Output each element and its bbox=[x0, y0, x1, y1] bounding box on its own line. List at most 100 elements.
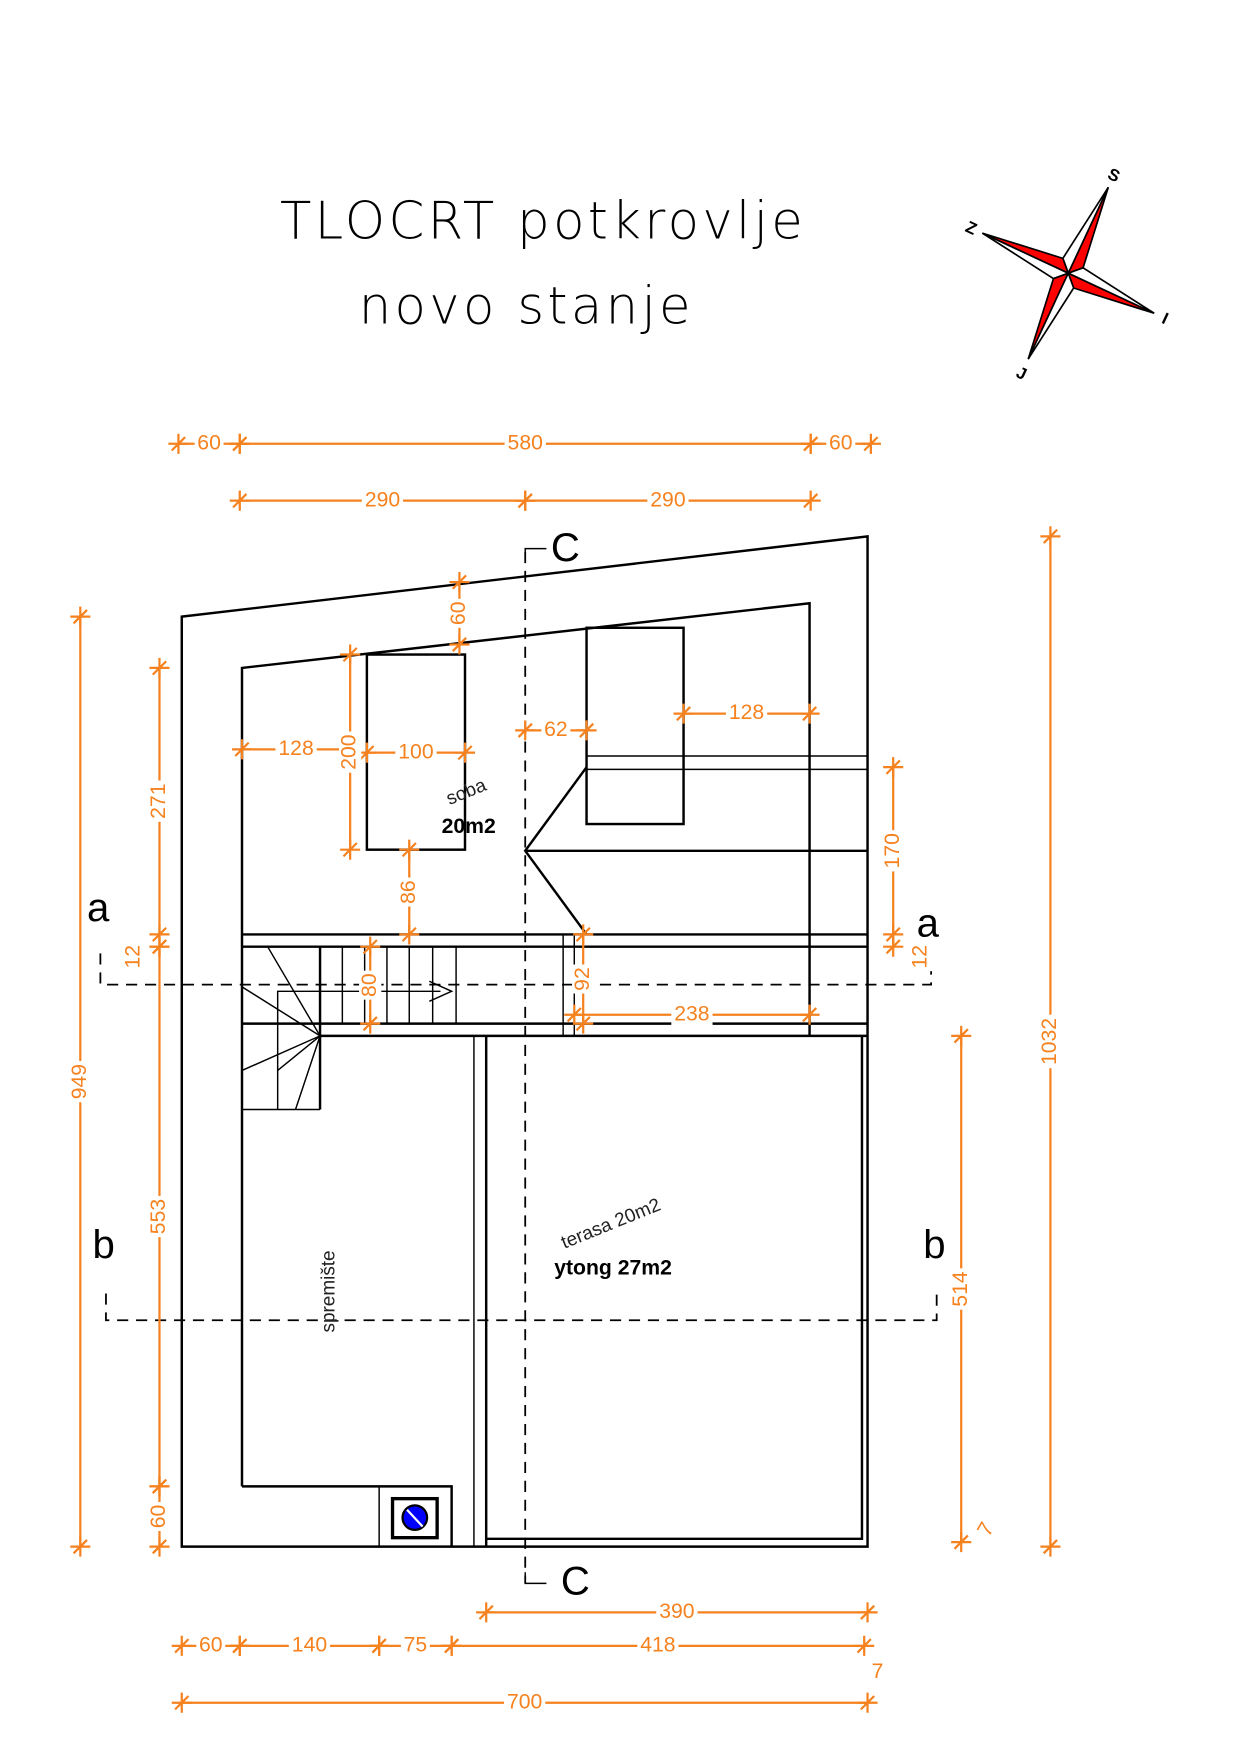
dimension-tick bbox=[340, 644, 361, 665]
dimension-tick bbox=[673, 703, 694, 724]
dimension-tick bbox=[800, 490, 821, 511]
title-line-2: novo stanje bbox=[359, 276, 694, 336]
dimension-value-right_wall_12: 12 bbox=[909, 945, 932, 969]
dimension-value-left_wall_12: 12 bbox=[121, 945, 144, 969]
dimension-tick bbox=[399, 924, 420, 945]
dimension-value-left_bottom_60: 60 bbox=[147, 1505, 170, 1529]
dimension-tick bbox=[340, 839, 361, 860]
dimension-value-right_170: 170 bbox=[881, 833, 904, 868]
section-c-label-top: C bbox=[551, 525, 580, 570]
dimension-label-bg bbox=[869, 1661, 886, 1684]
dimension-tick bbox=[229, 1635, 250, 1656]
dimension-value-bottom_total: 700 bbox=[507, 1690, 542, 1713]
dimension-label-bg bbox=[395, 741, 437, 764]
dimension-label-bg bbox=[194, 432, 224, 455]
room-soba-label: soba bbox=[443, 775, 489, 810]
dimension-label-bg bbox=[361, 489, 404, 512]
dimension-tick bbox=[883, 757, 904, 778]
dimension-value-left_soba: 271 bbox=[147, 784, 170, 819]
dimension-tick bbox=[860, 433, 881, 454]
room-soba-area: 20m2 bbox=[442, 815, 496, 838]
dimension-value-bed_100: 100 bbox=[398, 740, 433, 763]
dimension-tick bbox=[149, 936, 170, 957]
dimension-value-gap_86: 86 bbox=[397, 880, 420, 904]
dimension-tick bbox=[951, 1532, 972, 1553]
chimney-icon bbox=[390, 1496, 439, 1540]
dimension-value-top_total_inner: 580 bbox=[508, 431, 543, 454]
dimension-label-bg bbox=[541, 719, 571, 742]
dimension-label-bg bbox=[909, 942, 933, 972]
compass-west-label: Z bbox=[963, 217, 980, 239]
dimension-tick bbox=[573, 1013, 594, 1034]
dimension-value-right_128: 128 bbox=[729, 701, 764, 724]
dimension-value-right_terrace: 514 bbox=[949, 1271, 972, 1307]
staircase bbox=[241, 946, 457, 1111]
dimension-label-bg bbox=[288, 1634, 331, 1657]
dimension-label-bg bbox=[504, 1691, 546, 1714]
dimension-tick bbox=[576, 720, 597, 741]
dimension-value-left_total: 949 bbox=[68, 1064, 91, 1099]
dimension-tick bbox=[573, 924, 594, 945]
dimension-value-bottom_seg_7: 7 bbox=[872, 1660, 884, 1683]
dimension-value-top_half_right: 290 bbox=[650, 488, 685, 511]
dimension-value-width_238: 238 bbox=[674, 1002, 709, 1025]
dimension-tick bbox=[70, 606, 91, 627]
dimension-label-bg bbox=[339, 731, 362, 773]
dimension-label-bg bbox=[572, 964, 595, 994]
dimension-tick bbox=[515, 720, 536, 741]
dimension-tick bbox=[449, 572, 470, 593]
dimension-tick bbox=[800, 433, 821, 454]
room-terasa-label: terasa 20m2 bbox=[558, 1195, 663, 1254]
dimension-label-bg bbox=[504, 432, 546, 455]
dimension-label-bg bbox=[148, 1501, 171, 1531]
dimension-label-bg bbox=[196, 1634, 226, 1657]
dimension-label-bg bbox=[1039, 1014, 1062, 1069]
dimension-tick bbox=[149, 1536, 170, 1557]
dimension-label-bg bbox=[637, 1634, 679, 1657]
dimension-label-bg bbox=[725, 702, 768, 725]
dimension-label-bg bbox=[398, 877, 421, 907]
dimension-label-bg bbox=[448, 598, 471, 628]
dimension-tick bbox=[476, 1602, 497, 1623]
dimension-tick bbox=[399, 839, 420, 860]
dimension-label-bg bbox=[400, 1634, 430, 1657]
dimension-tick bbox=[168, 433, 189, 454]
dimension-label-bg bbox=[148, 1195, 171, 1238]
dimension-value-stair_80: 80 bbox=[358, 973, 381, 997]
room-storage-label: spremište bbox=[319, 1250, 340, 1332]
room-terasa-area: ytong 27m2 bbox=[554, 1257, 672, 1280]
dimension-tick bbox=[171, 1692, 192, 1713]
section-a-label-left: a bbox=[87, 885, 110, 930]
dimension-tick bbox=[360, 1013, 381, 1034]
dimension-value-gap_92: 92 bbox=[571, 967, 594, 991]
dimension-tick bbox=[171, 1635, 192, 1656]
compass-north-label: S bbox=[1105, 164, 1123, 186]
section-lines bbox=[99, 547, 938, 1585]
dimension-value-bottom_seg_75: 75 bbox=[404, 1633, 428, 1656]
section-c-label-bottom: C bbox=[561, 1559, 590, 1604]
dimension-value-right_total: 1032 bbox=[1038, 1018, 1061, 1065]
dimension-tick bbox=[564, 1004, 585, 1025]
dimension-tick bbox=[449, 634, 470, 655]
dimension-tick bbox=[360, 936, 381, 957]
dimension-label-bg bbox=[975, 1521, 999, 1539]
section-b-label-right: b bbox=[923, 1222, 945, 1267]
dimension-tick bbox=[799, 1004, 820, 1025]
dimension-tick bbox=[951, 1025, 972, 1046]
dimension-value-left_128: 128 bbox=[278, 737, 313, 760]
section-a-label-right: a bbox=[917, 901, 940, 946]
dimension-value-bottom_seg_418: 418 bbox=[640, 1633, 675, 1656]
dimension-value-left_storage: 553 bbox=[147, 1199, 170, 1234]
dimension-label-bg bbox=[671, 1003, 713, 1026]
dimension-value-bottom_seg_60: 60 bbox=[199, 1633, 223, 1656]
dimension-value-top_right_overhang: 60 bbox=[829, 431, 853, 454]
compass-rose-icon: S I J Z bbox=[963, 164, 1172, 384]
dimension-tick bbox=[229, 433, 250, 454]
compass-east-label: I bbox=[1159, 309, 1171, 328]
dimension-label-bg bbox=[826, 432, 856, 455]
dimension-label-bg bbox=[122, 942, 145, 972]
walls bbox=[180, 534, 869, 1548]
dimension-tick bbox=[454, 742, 476, 763]
dimension-label-bg bbox=[148, 780, 171, 822]
